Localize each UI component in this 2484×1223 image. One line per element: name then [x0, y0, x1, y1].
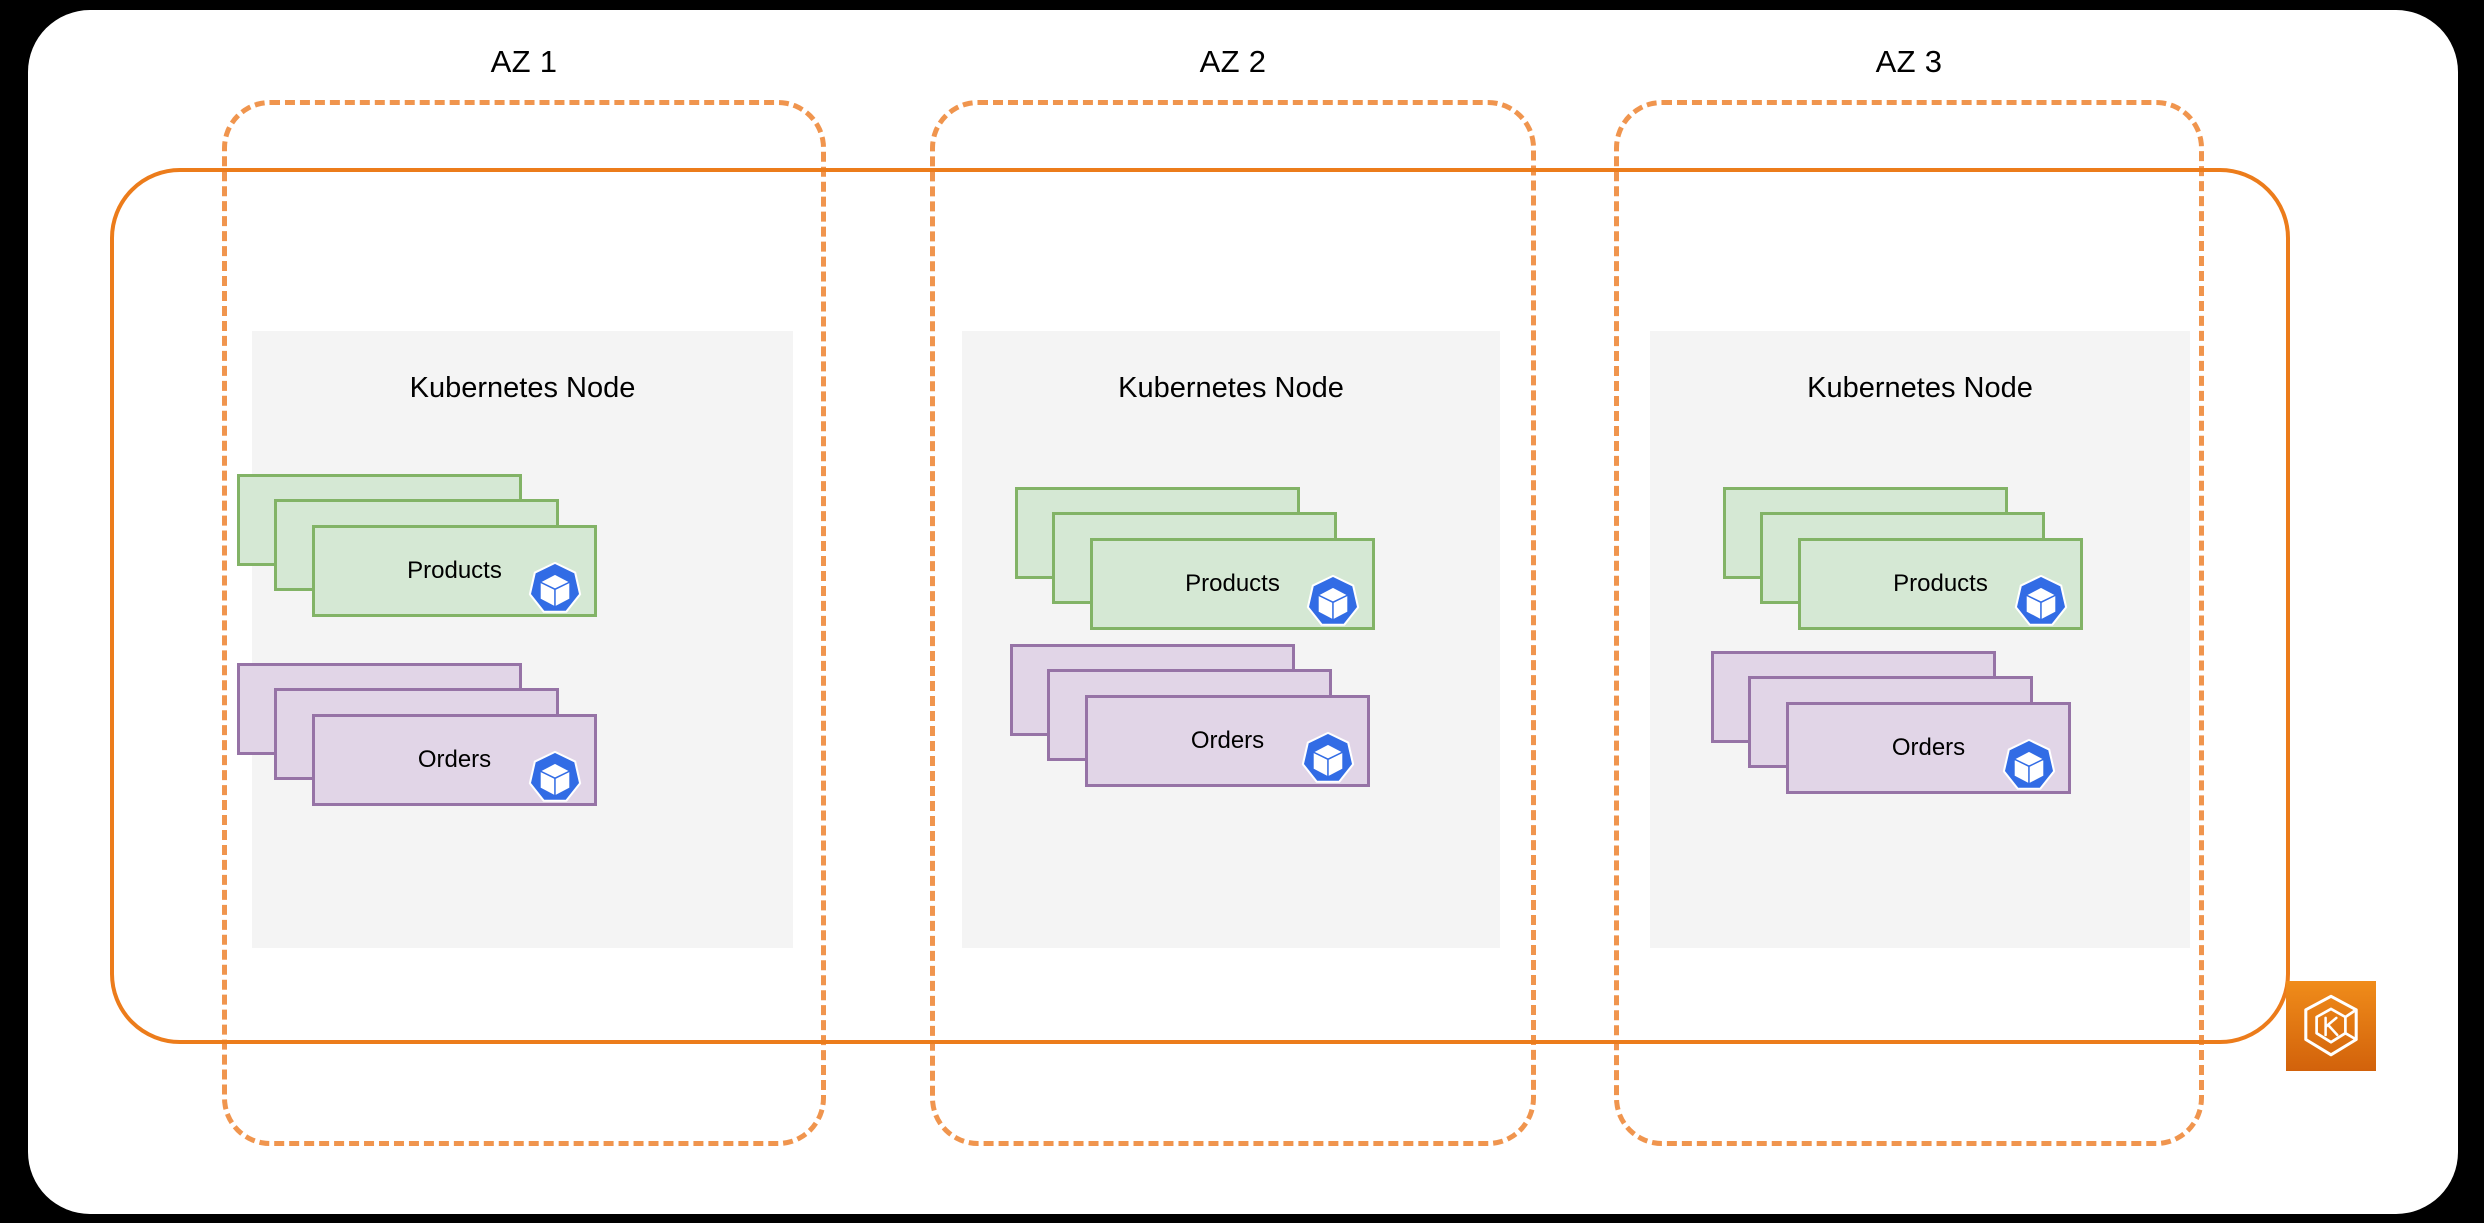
pod-stack-label: Products: [407, 557, 502, 584]
aws-eks-logo: [2286, 981, 2376, 1071]
pod-stack-label: Orders: [1190, 727, 1265, 754]
kubernetes-icon: [525, 750, 585, 810]
eks-cluster-boundary: [110, 168, 2290, 1044]
kubernetes-node-title: Kubernetes Node: [1807, 372, 2033, 404]
pod-stack-orders-az2[interactable]: Orders: [1010, 644, 1370, 787]
kubernetes-icon: [1298, 731, 1358, 791]
availability-zone-1-boundary: [222, 100, 826, 1146]
kubernetes-icon: [1303, 574, 1363, 634]
pod-stack-products-az2[interactable]: Products: [1015, 487, 1375, 630]
availability-zone-3-label: AZ 3: [1875, 44, 1943, 79]
availability-zone-2-boundary: [930, 100, 1536, 1146]
pod-stack-label: Orders: [417, 746, 492, 773]
pod-stack-label: Orders: [1891, 734, 1966, 761]
kubernetes-node-title: Kubernetes Node: [1118, 372, 1344, 404]
kubernetes-icon: [525, 561, 585, 621]
availability-zone-1-label: AZ 1: [490, 44, 558, 79]
kubernetes-node-az2: Kubernetes Node Products Orders: [962, 331, 1500, 948]
availability-zone-3-boundary: [1614, 100, 2204, 1146]
availability-zone-2-label: AZ 2: [1199, 44, 1267, 79]
kubernetes-icon: [1999, 738, 2059, 798]
kubernetes-node-az3: Kubernetes Node Products Orders: [1650, 331, 2190, 948]
pod-stack-orders-az3[interactable]: Orders: [1711, 651, 2071, 794]
pod-stack-label: Products: [1185, 570, 1280, 597]
pod-stack-products-az3[interactable]: Products: [1723, 487, 2083, 630]
pod-stack-orders-az1[interactable]: Orders: [237, 663, 597, 806]
pod-stack-products-az1[interactable]: Products: [237, 474, 597, 617]
kubernetes-node-az1: Kubernetes Node Products Orders: [237, 331, 793, 948]
kubernetes-icon: [2011, 574, 2071, 634]
pod-stack-label: Products: [1893, 570, 1988, 597]
kubernetes-node-title: Kubernetes Node: [409, 372, 636, 404]
